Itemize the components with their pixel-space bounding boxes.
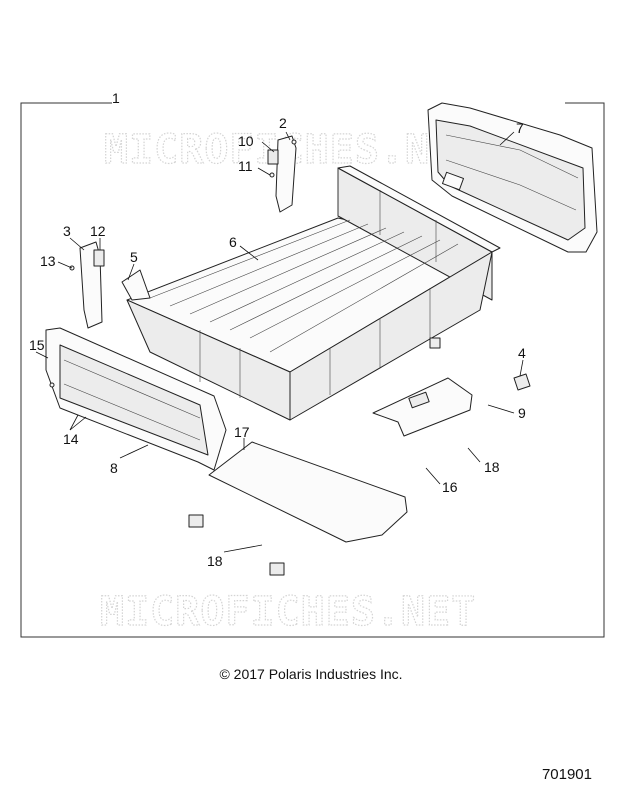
- callout-16: 16: [442, 479, 458, 495]
- callout-9: 9: [518, 405, 526, 421]
- callout-18-lower: 18: [207, 553, 223, 569]
- callout-2: 2: [279, 115, 287, 131]
- diagram-number: 701901: [541, 766, 592, 783]
- part-front-panel: [427, 102, 598, 253]
- callout-10: 10: [238, 133, 254, 149]
- callout-3: 3: [63, 223, 71, 239]
- part-bumper-clip: [513, 373, 531, 391]
- callout-15: 15: [29, 337, 45, 353]
- callout-8: 8: [110, 460, 118, 476]
- callout-5: 5: [130, 249, 138, 265]
- part-floor-liner: [208, 441, 408, 543]
- callout-4: 4: [518, 345, 526, 361]
- part-tailgate: [45, 327, 227, 471]
- part-clip-a: [429, 337, 441, 349]
- callout-7: 7: [516, 120, 524, 136]
- callout-11: 11: [238, 158, 253, 174]
- part-clip-b: [188, 514, 204, 528]
- watermark-bottom: MICROFICHES.NET: [100, 589, 476, 635]
- callout-1: 1: [112, 90, 120, 106]
- copyright-notice: © 2017 Polaris Industries Inc.: [219, 666, 403, 682]
- callout-17: 17: [234, 424, 250, 440]
- callout-18-upper: 18: [484, 459, 500, 475]
- assembly-frame: [20, 102, 605, 638]
- part-rear-plate: [372, 377, 473, 437]
- part-cargo-box: [126, 165, 501, 421]
- part-clip-c: [269, 562, 285, 576]
- part-corner-bracket: [121, 269, 151, 301]
- callout-labels: 1 2 3 4 5 6 7 8 9 10 11 12 13 14 15 16 1…: [29, 90, 526, 569]
- leader-lines: [35, 131, 524, 553]
- callout-12: 12: [90, 223, 106, 239]
- part-side-bracket-left: [69, 241, 105, 329]
- callout-6: 6: [229, 234, 237, 250]
- callout-14: 14: [63, 431, 79, 447]
- part-side-bracket-right: [267, 135, 297, 213]
- callout-13: 13: [40, 253, 56, 269]
